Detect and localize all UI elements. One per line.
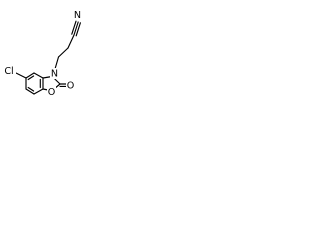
bond-n-c2 <box>54 78 61 85</box>
double-bond-c6-c7 <box>27 86 35 92</box>
carbonyl-oxygen-label: O <box>67 81 75 92</box>
benzoxazolone-structure: N N Cl O O <box>2 9 82 98</box>
ring-nitrogen-label: N <box>51 69 58 80</box>
bond-c7-c7a <box>33 88 44 95</box>
chlorine-label: Cl <box>4 66 13 77</box>
triple-bond-c-n-b <box>71 20 77 35</box>
bond-c5-cl <box>15 72 27 79</box>
bond-c4-c5 <box>25 72 35 79</box>
bond-ch2-cn <box>67 34 75 49</box>
triple-bond-c-n-a <box>73 21 79 36</box>
bond-ch2-ch2 <box>57 47 69 58</box>
double-bond-c4-c5 <box>27 75 35 81</box>
ring-oxygen-label: O <box>48 87 56 98</box>
triple-bond-c-n-c <box>75 22 81 37</box>
molecule-canvas: N N Cl O O <box>0 0 120 110</box>
nitrile-nitrogen-label: N <box>74 10 81 21</box>
bond-c3a-c4 <box>33 72 44 79</box>
bond-c6-c7 <box>25 88 35 95</box>
bond-n-ch2 <box>54 56 60 70</box>
